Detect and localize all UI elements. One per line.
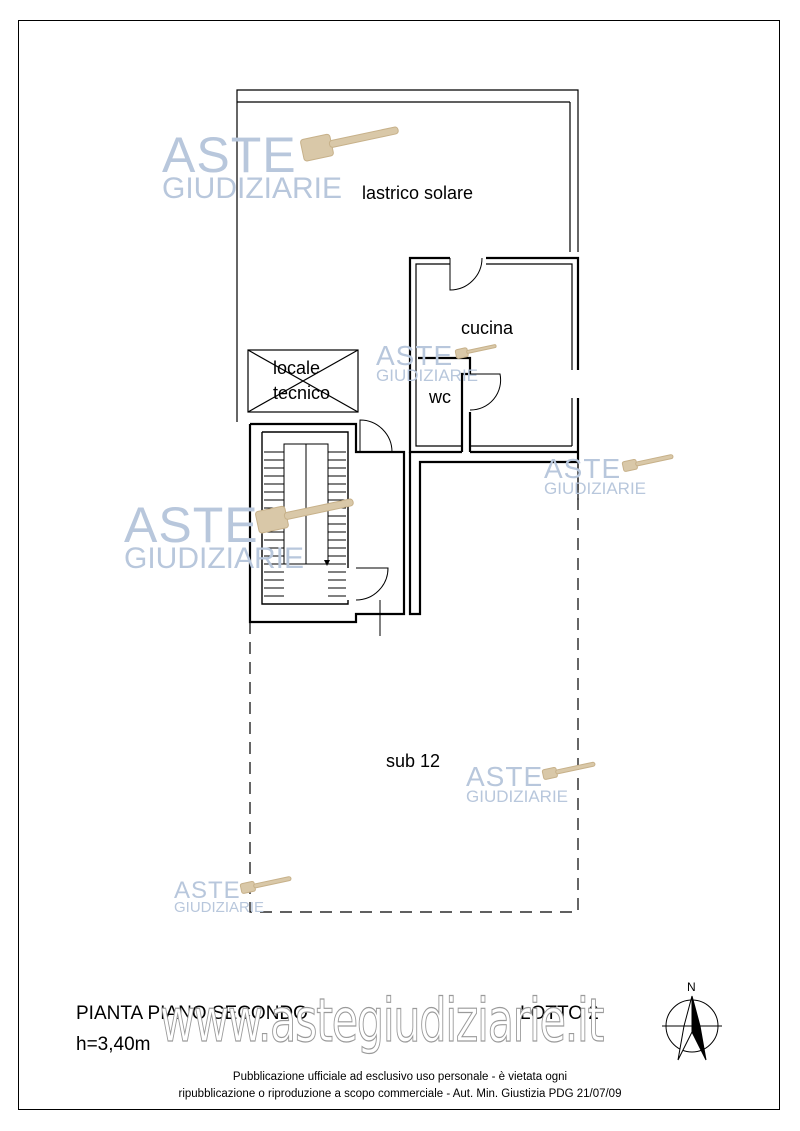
stair-door-arc <box>359 419 393 453</box>
stair-wall-inner <box>262 431 349 568</box>
watermark-logo: ASTE GIUDIZIARIE <box>376 340 479 385</box>
kitchen-door-arc <box>449 257 483 291</box>
room-label-tecnico: tecnico <box>273 383 331 403</box>
gavel-icon <box>621 454 674 472</box>
locale-tecnico-box <box>247 349 359 413</box>
room-label-cucina: cucina <box>461 318 514 338</box>
locale-tecnico-cross-b <box>247 349 359 413</box>
plan-title: PIANTA PIANO SECONDO <box>76 1003 308 1024</box>
room-label-locale: locale <box>273 358 321 378</box>
gavel-icon <box>541 761 596 780</box>
gavel-icon <box>300 126 399 162</box>
website-watermark: www.astegiudiziarie.it <box>160 985 605 1056</box>
room-label-sub: sub 12 <box>386 751 441 771</box>
north-label: N <box>687 980 696 994</box>
gavel-icon <box>454 344 497 359</box>
footer-line-2: ripubblicazione o riproduzione a scopo c… <box>178 1088 622 1100</box>
room-label-lastrico: lastrico solare <box>362 183 474 203</box>
stair-wall-outer <box>248 422 406 624</box>
kitchen-inner-b <box>486 263 573 370</box>
landing-door-arc <box>355 567 389 601</box>
corridor-wall <box>408 452 580 616</box>
footer-line-1: Pubblicazione ufficiale ad esclusivo uso… <box>232 1071 568 1083</box>
gavel-icon <box>239 876 292 894</box>
lotto-label: LOTTO 2 <box>520 1003 599 1024</box>
plan-height: h=3,40m <box>76 1034 151 1055</box>
watermark-logo: ASTE GIUDIZIARIE <box>544 453 647 498</box>
terrace-outline <box>236 89 579 422</box>
watermark-logo: ASTE GIUDIZIARIE <box>162 127 343 205</box>
wc-door-arc <box>469 373 502 411</box>
watermark-logo: ASTE GIUDIZIARIE <box>174 877 265 916</box>
kitchen-inner <box>415 263 462 447</box>
watermark-logo: ASTE GIUDIZIARIE <box>466 761 569 806</box>
watermark-logo: ASTE GIUDIZIARIE <box>124 497 305 575</box>
room-label-wc: wc <box>429 387 451 407</box>
north-arrow-icon <box>662 995 722 1061</box>
gavel-icon <box>255 498 354 534</box>
page-frame <box>18 20 780 1110</box>
sub12-outline <box>249 462 579 913</box>
kitchen-wall-left <box>408 256 462 454</box>
kitchen-wall-top-right <box>486 256 580 370</box>
stair-arrow <box>324 560 330 566</box>
